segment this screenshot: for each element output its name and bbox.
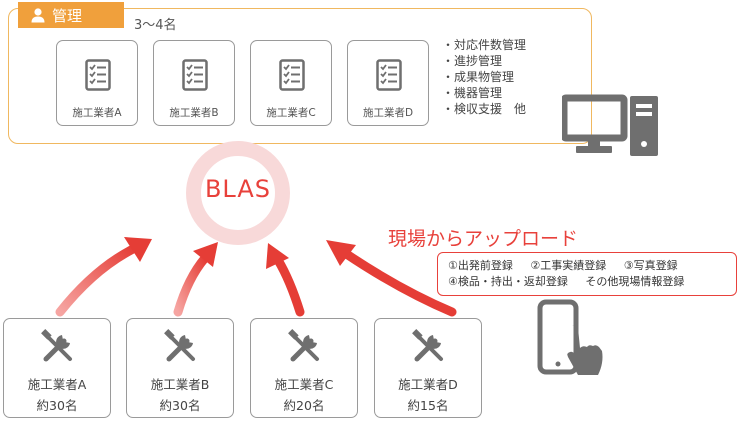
task-item: ・検収支援 他 bbox=[442, 102, 527, 116]
arrow-worker-c bbox=[266, 243, 305, 317]
worker-card-b: 施工業者B 約30名 bbox=[126, 318, 234, 418]
upload-title: 現場からアップロード bbox=[388, 228, 579, 250]
tools-icon bbox=[164, 329, 195, 362]
checklist-icon bbox=[85, 59, 111, 91]
user-icon bbox=[31, 8, 45, 23]
tools-icon bbox=[41, 329, 72, 362]
arrow-worker-b bbox=[173, 242, 218, 317]
upload-step: ④検品・持出・返却登録 bbox=[448, 275, 568, 288]
task-item: ・機器管理 bbox=[442, 86, 503, 100]
tools-icon bbox=[288, 329, 319, 362]
worker-card-d: 施工業者D 約15名 bbox=[374, 318, 482, 418]
task-item: ・成果物管理 bbox=[442, 70, 515, 84]
checklist-icon bbox=[279, 59, 305, 91]
management-badge-label: 管理 bbox=[52, 6, 83, 25]
worker-card-c: 施工業者C 約20名 bbox=[250, 318, 358, 418]
upload-step: ①出発前登録 bbox=[448, 259, 513, 272]
upload-step: ③写真登録 bbox=[623, 259, 678, 272]
worker-count: 約20名 bbox=[283, 398, 325, 413]
checklist-icon bbox=[376, 59, 402, 91]
arrow-upload bbox=[326, 240, 457, 317]
manager-card-b: 施工業者B bbox=[153, 40, 235, 126]
desktop-computer-icon bbox=[562, 94, 658, 156]
blas-label: BLAS bbox=[204, 175, 272, 203]
manager-card-label: 施工業者C bbox=[266, 107, 316, 119]
task-item: ・進捗管理 bbox=[442, 54, 503, 68]
upload-step: ②工事実績登録 bbox=[530, 259, 607, 272]
tools-icon bbox=[412, 329, 443, 362]
upload-steps-box: ①出発前登録 ②工事実績登録 ③写真登録 ④検品・持出・返却登録 その他現場情報… bbox=[437, 252, 737, 296]
worker-name: 施工業者C bbox=[274, 377, 334, 392]
manager-card-label: 施工業者B bbox=[169, 107, 219, 119]
management-task-list: ・対応件数管理 ・進捗管理 ・成果物管理 ・機器管理 ・検収支援 他 bbox=[442, 37, 526, 117]
worker-name: 施工業者B bbox=[150, 377, 210, 392]
worker-count: 約15名 bbox=[407, 398, 449, 413]
manager-card-a: 施工業者A bbox=[56, 40, 138, 126]
manager-card-c: 施工業者C bbox=[250, 40, 332, 126]
arrow-worker-a bbox=[55, 237, 152, 317]
worker-name: 施工業者D bbox=[398, 377, 458, 392]
manager-card-d: 施工業者D bbox=[347, 40, 429, 126]
worker-count: 約30名 bbox=[36, 398, 78, 413]
worker-card-a: 施工業者A 約30名 bbox=[3, 318, 111, 418]
tablet-touch-icon bbox=[537, 299, 603, 375]
worker-name: 施工業者A bbox=[27, 377, 87, 392]
management-badge: 管理 bbox=[18, 2, 124, 28]
checklist-icon bbox=[182, 59, 208, 91]
manager-card-label: 施工業者A bbox=[72, 107, 122, 119]
task-item: ・対応件数管理 bbox=[442, 38, 527, 52]
management-panel bbox=[8, 8, 592, 144]
worker-count: 約30名 bbox=[159, 398, 201, 413]
management-count: 3～4名 bbox=[134, 18, 177, 33]
upload-step: その他現場情報登録 bbox=[585, 275, 685, 288]
manager-card-label: 施工業者D bbox=[362, 107, 414, 119]
